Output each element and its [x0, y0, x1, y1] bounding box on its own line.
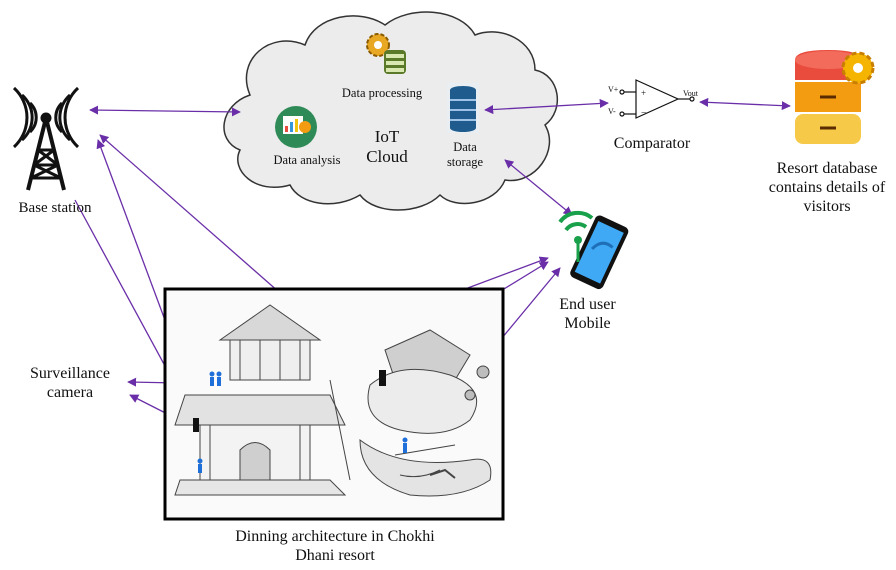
- surveillance-camera-label-line1: Surveillance: [30, 365, 110, 382]
- arrow-cloud-mobile: [504, 159, 573, 216]
- end-user-mobile-label: End user Mobile: [545, 296, 630, 334]
- data-storage-label: Data storage: [440, 140, 490, 170]
- mobile-phone-icon: [558, 210, 629, 290]
- resort-caption-line1: Dinning architecture in Chokhi: [235, 528, 435, 545]
- surveillance-camera-marker-1: [379, 370, 386, 386]
- comparator-symbol: + −: [619, 79, 695, 119]
- surveillance-camera-marker-2: [193, 418, 199, 432]
- data-processing-icon: [366, 33, 406, 74]
- resort-database-label-line1: Resort database: [776, 160, 878, 177]
- iot-cloud-title-line2: Cloud: [366, 147, 408, 167]
- visitor-figure-3: [402, 437, 408, 453]
- surveillance-camera-label-line2: camera: [46, 383, 94, 401]
- data-storage-label-line2: storage: [446, 154, 484, 169]
- resort-database-label: Resort database contains details of visi…: [752, 160, 896, 217]
- resort-database-label-line3: visitors: [803, 197, 851, 215]
- svg-text:−: −: [641, 108, 647, 119]
- arrow-storage-comparator: [484, 98, 609, 115]
- resort-database-icon: [795, 50, 875, 144]
- comparator-output: Vout: [683, 89, 698, 98]
- resort-sketch-image: [174, 304, 492, 497]
- data-storage-label-line1: Data: [453, 140, 477, 154]
- base-station-label: Base station: [18, 200, 92, 216]
- iot-cloud-title-line1: IoT: [374, 127, 400, 146]
- visitor-figure-2: [197, 458, 203, 473]
- arrow-base-cloud: [89, 105, 241, 117]
- data-analysis-icon: [275, 106, 317, 148]
- resort-caption-line2: Dhani resort: [295, 546, 375, 564]
- data-processing-label: Data processing: [341, 86, 423, 100]
- data-storage-icon: [447, 83, 479, 133]
- resort-caption: Dinning architecture in Chokhi Dhani res…: [205, 528, 465, 566]
- arrow-comparator-database: [699, 97, 791, 111]
- data-analysis-label: Data analysis: [273, 153, 341, 167]
- comparator-label: Comparator: [613, 135, 691, 152]
- svg-text:+: +: [641, 88, 646, 98]
- comparator-input-minus: V-: [608, 107, 616, 116]
- base-station-icon: [12, 86, 80, 191]
- end-user-mobile-label-line1: End user: [559, 296, 616, 313]
- end-user-mobile-label-line2: Mobile: [564, 314, 611, 332]
- comparator-input-plus: V+: [608, 85, 619, 94]
- surveillance-camera-label: Surveillance camera: [15, 365, 125, 403]
- iot-cloud-shape: [223, 11, 559, 211]
- resort-database-label-line2: contains details of: [768, 178, 886, 196]
- iot-cloud-title: IoT Cloud: [352, 127, 422, 167]
- visitor-figure-1: [209, 371, 222, 386]
